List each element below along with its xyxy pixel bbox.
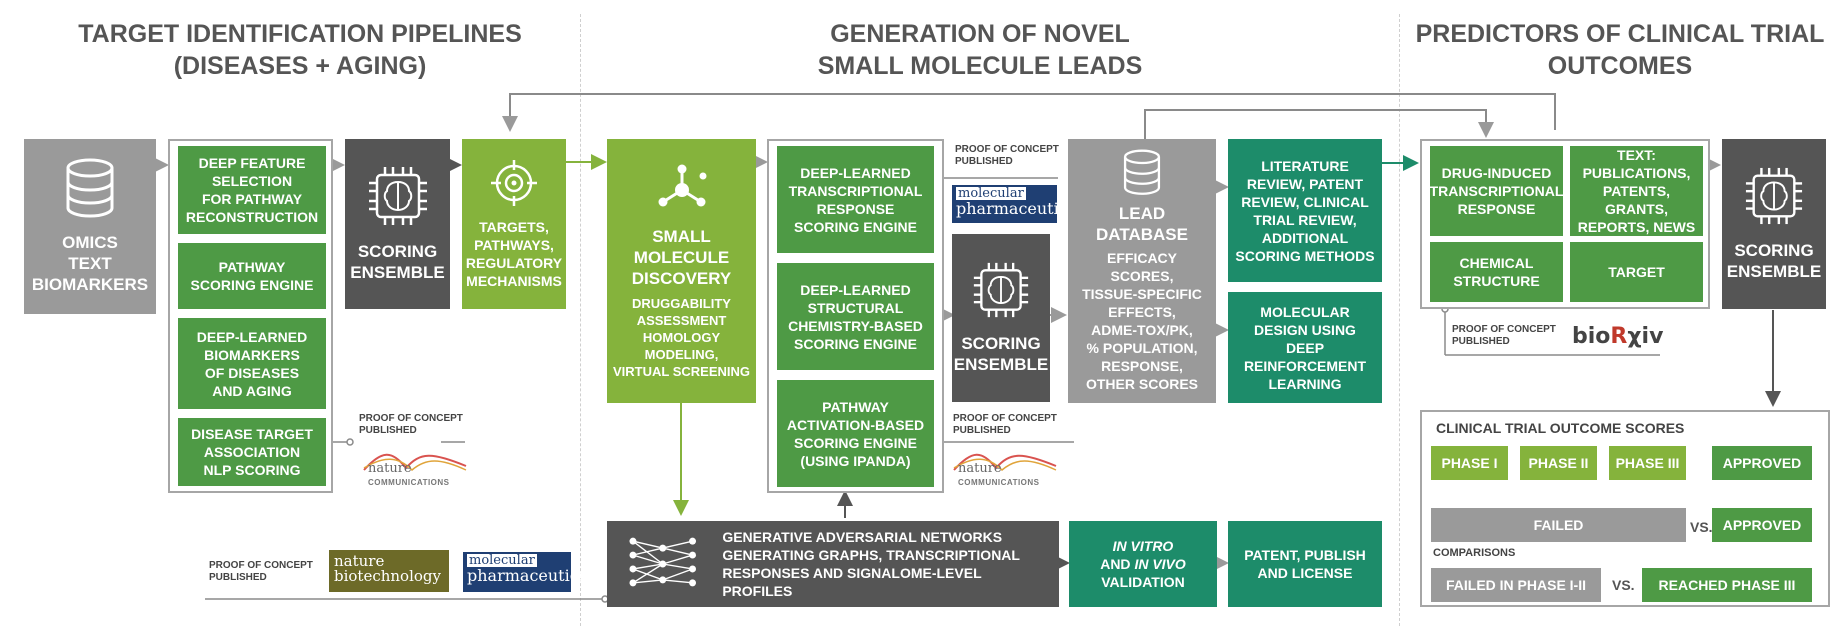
brain-chip-icon — [973, 262, 1029, 318]
proof-of-concept-label: PROOF OF CONCEPT PUBLISHED — [359, 413, 463, 436]
comparisons-label: COMPARISONS — [1433, 547, 1516, 559]
biorxiv-logo: bioRχiv — [1572, 324, 1664, 349]
nature-logo-text: nature — [368, 461, 412, 476]
chemical-structure-box: CHEMICAL STRUCTURE — [1430, 242, 1563, 302]
phase-1-box: PHASE I — [1431, 446, 1508, 480]
molecular-pharmaceutics-logo: molecular pharmaceutics — [952, 185, 1076, 223]
deep-learned-biomarkers-box: DEEP-LEARNED BIOMARKERS OF DISEASES AND … — [178, 318, 326, 409]
header-target-identification: TARGET IDENTIFICATION PIPELINES (DISEASE… — [78, 20, 522, 80]
drug-induced-response-box: DRUG-INDUCED TRANSCRIPTIONAL RESPONSE — [1430, 146, 1563, 236]
brain-chip-icon — [1745, 167, 1803, 225]
database-icon — [1123, 149, 1161, 195]
approved-box: APPROVED — [1712, 446, 1812, 480]
molecular-design-rl-box: MOLECULAR DESIGN USING DEEP REINFORCEMEN… — [1228, 292, 1382, 403]
phase-3-box: PHASE III — [1609, 446, 1686, 480]
section-divider-right — [1399, 14, 1400, 626]
nature-biotechnology-logo: nature biotechnology — [329, 550, 449, 592]
deep-feature-selection-box: DEEP FEATURE SELECTION FOR PATHWAY RECON… — [178, 146, 326, 234]
literature-review-box: LITERATURE REVIEW, PATENT REVIEW, CLINIC… — [1228, 139, 1382, 282]
generative-adversarial-networks-box: GENERATIVE ADVERSARIAL NETWORKS GENERATI… — [607, 521, 1059, 607]
proof-of-concept-label: PROOF OF CONCEPT PUBLISHED — [955, 144, 1059, 167]
pathway-scoring-engine-box: PATHWAY SCORING ENGINE — [178, 243, 326, 309]
section-divider-left — [580, 14, 581, 626]
phase-2-box: PHASE II — [1520, 446, 1597, 480]
pathway-activation-engine-box: PATHWAY ACTIVATION-BASED SCORING ENGINE … — [777, 380, 934, 487]
nature-logo-text: nature — [958, 461, 1002, 476]
target-crosshair-icon — [491, 160, 537, 206]
molecular-pharmaceutics-logo: molecular pharmaceutics — [463, 552, 587, 592]
communications-logo-text: COMMUNICATIONS — [368, 478, 450, 487]
omics-text-biomarkers-box: OMICS TEXT BIOMARKERS — [24, 139, 156, 314]
structural-chemistry-engine-box: DEEP-LEARNED STRUCTURAL CHEMISTRY-BASED … — [777, 263, 934, 370]
scoring-ensemble-3: SCORING ENSEMBLE — [1722, 139, 1826, 309]
targets-pathways-box: TARGETS, PATHWAYS, REGULATORY MECHANISMS — [462, 139, 566, 309]
communications-logo-text: COMMUNICATIONS — [958, 478, 1040, 487]
in-vitro-in-vivo-validation-box: IN VITRO AND IN VIVO VALIDATION — [1069, 521, 1217, 607]
proof-of-concept-label: PROOF OF CONCEPT PUBLISHED — [1452, 324, 1556, 347]
reached-phase-3-box: REACHED PHASE III — [1642, 568, 1812, 602]
scoring-ensemble-2: SCORING ENSEMBLE — [952, 234, 1050, 402]
vs-label: VS. — [1690, 519, 1713, 535]
vs-label-2: VS. — [1612, 577, 1635, 593]
failed-phase-1-2-box: FAILED IN PHASE I-II — [1431, 568, 1601, 602]
patent-publish-license-box: PATENT, PUBLISH AND LICENSE — [1228, 521, 1382, 607]
transcriptional-response-engine-box: DEEP-LEARNED TRANSCRIPTIONAL RESPONSE SC… — [777, 146, 934, 253]
disease-target-nlp-box: DISEASE TARGET ASSOCIATION NLP SCORING — [178, 418, 326, 486]
header-clinical-predictors: PREDICTORS OF CLINICAL TRIAL OUTCOMES — [1415, 20, 1825, 80]
text-publications-box: TEXT: PUBLICATIONS, PATENTS, GRANTS, REP… — [1570, 146, 1703, 236]
database-icon — [66, 158, 114, 218]
target-box: TARGET — [1570, 242, 1703, 302]
nature-communications-logo-curve — [363, 453, 467, 472]
approved-compare-box: APPROVED — [1712, 508, 1812, 542]
header-generation-small-molecule: GENERATION OF NOVEL SMALL MOLECULE LEADS — [817, 20, 1143, 80]
small-molecule-discovery-box: SMALL MOLECULE DISCOVERY DRUGGABILITY AS… — [607, 139, 756, 403]
failed-box: FAILED — [1431, 508, 1686, 542]
molecule-network-icon — [658, 164, 706, 207]
neural-network-icon — [629, 537, 697, 587]
proof-of-concept-label: PROOF OF CONCEPT PUBLISHED — [209, 560, 313, 583]
nature-communications-logo-curve — [953, 453, 1057, 472]
scoring-ensemble-1: SCORING ENSEMBLE — [345, 139, 450, 309]
lead-database-box: LEAD DATABASE EFFICACY SCORES, TISSUE-SP… — [1068, 139, 1216, 403]
clinical-trial-outcome-title: CLINICAL TRIAL OUTCOME SCORES — [1436, 420, 1685, 436]
brain-chip-icon — [368, 167, 427, 225]
proof-of-concept-label: PROOF OF CONCEPT PUBLISHED — [953, 413, 1057, 436]
